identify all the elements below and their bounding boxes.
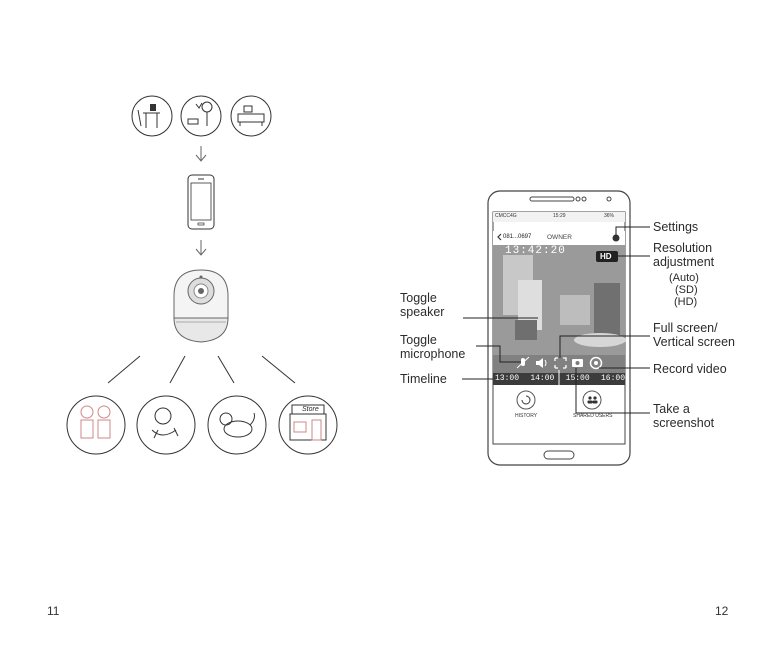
timeline-tick: 16:00 [601, 374, 625, 383]
history-label[interactable]: HISTORY [515, 413, 537, 419]
status-time: 15:29 [553, 213, 566, 219]
screenshot-callout-line1: Take a [653, 402, 690, 416]
timeline-callout: Timeline [400, 372, 447, 386]
resolution-hd: (HD) [674, 296, 697, 308]
fullscreen-callout-line1: Full screen/ [653, 321, 718, 335]
timeline-tick: 13:00 [495, 374, 519, 383]
toggle-speaker-callout-line2: speaker [400, 305, 444, 319]
timeline-tick: 15:00 [566, 374, 590, 383]
page-number-right: 12 [715, 604, 728, 618]
toggle-mic-callout-line2: microphone [400, 347, 465, 361]
toggle-mic-callout-line1: Toggle [400, 333, 437, 347]
resolution-callout-line2: adjustment [653, 255, 714, 269]
camera-name: 081...0697 [503, 234, 531, 240]
status-carrier: CMCC4G [495, 213, 517, 219]
settings-callout: Settings [653, 220, 698, 234]
resolution-auto: (Auto) [669, 272, 699, 284]
history-button-circle [517, 391, 535, 409]
resolution-sd: (SD) [675, 284, 698, 296]
record-video-callout: Record video [653, 362, 727, 376]
shared-users-button-circle [583, 391, 601, 409]
timeline-ticks[interactable]: 13:00 14:00 15:00 16:00 [495, 374, 625, 383]
fullscreen-callout-line2: Vertical screen [653, 335, 735, 349]
owner-label: OWNER [547, 234, 572, 241]
status-battery: 36% [604, 213, 614, 219]
timeline-tick: 14:00 [530, 374, 554, 383]
camera-snapshot-icon [572, 359, 583, 367]
page-number-left: 11 [47, 604, 59, 618]
hd-badge[interactable]: HD [600, 252, 612, 261]
shared-users-label[interactable]: SHARED USERS [573, 413, 612, 419]
screenshot-callout-line2: screenshot [653, 416, 714, 430]
video-timestamp: 13:42:20 [505, 245, 566, 257]
toggle-speaker-callout-line1: Toggle [400, 291, 437, 305]
resolution-callout-line1: Resolution [653, 241, 712, 255]
